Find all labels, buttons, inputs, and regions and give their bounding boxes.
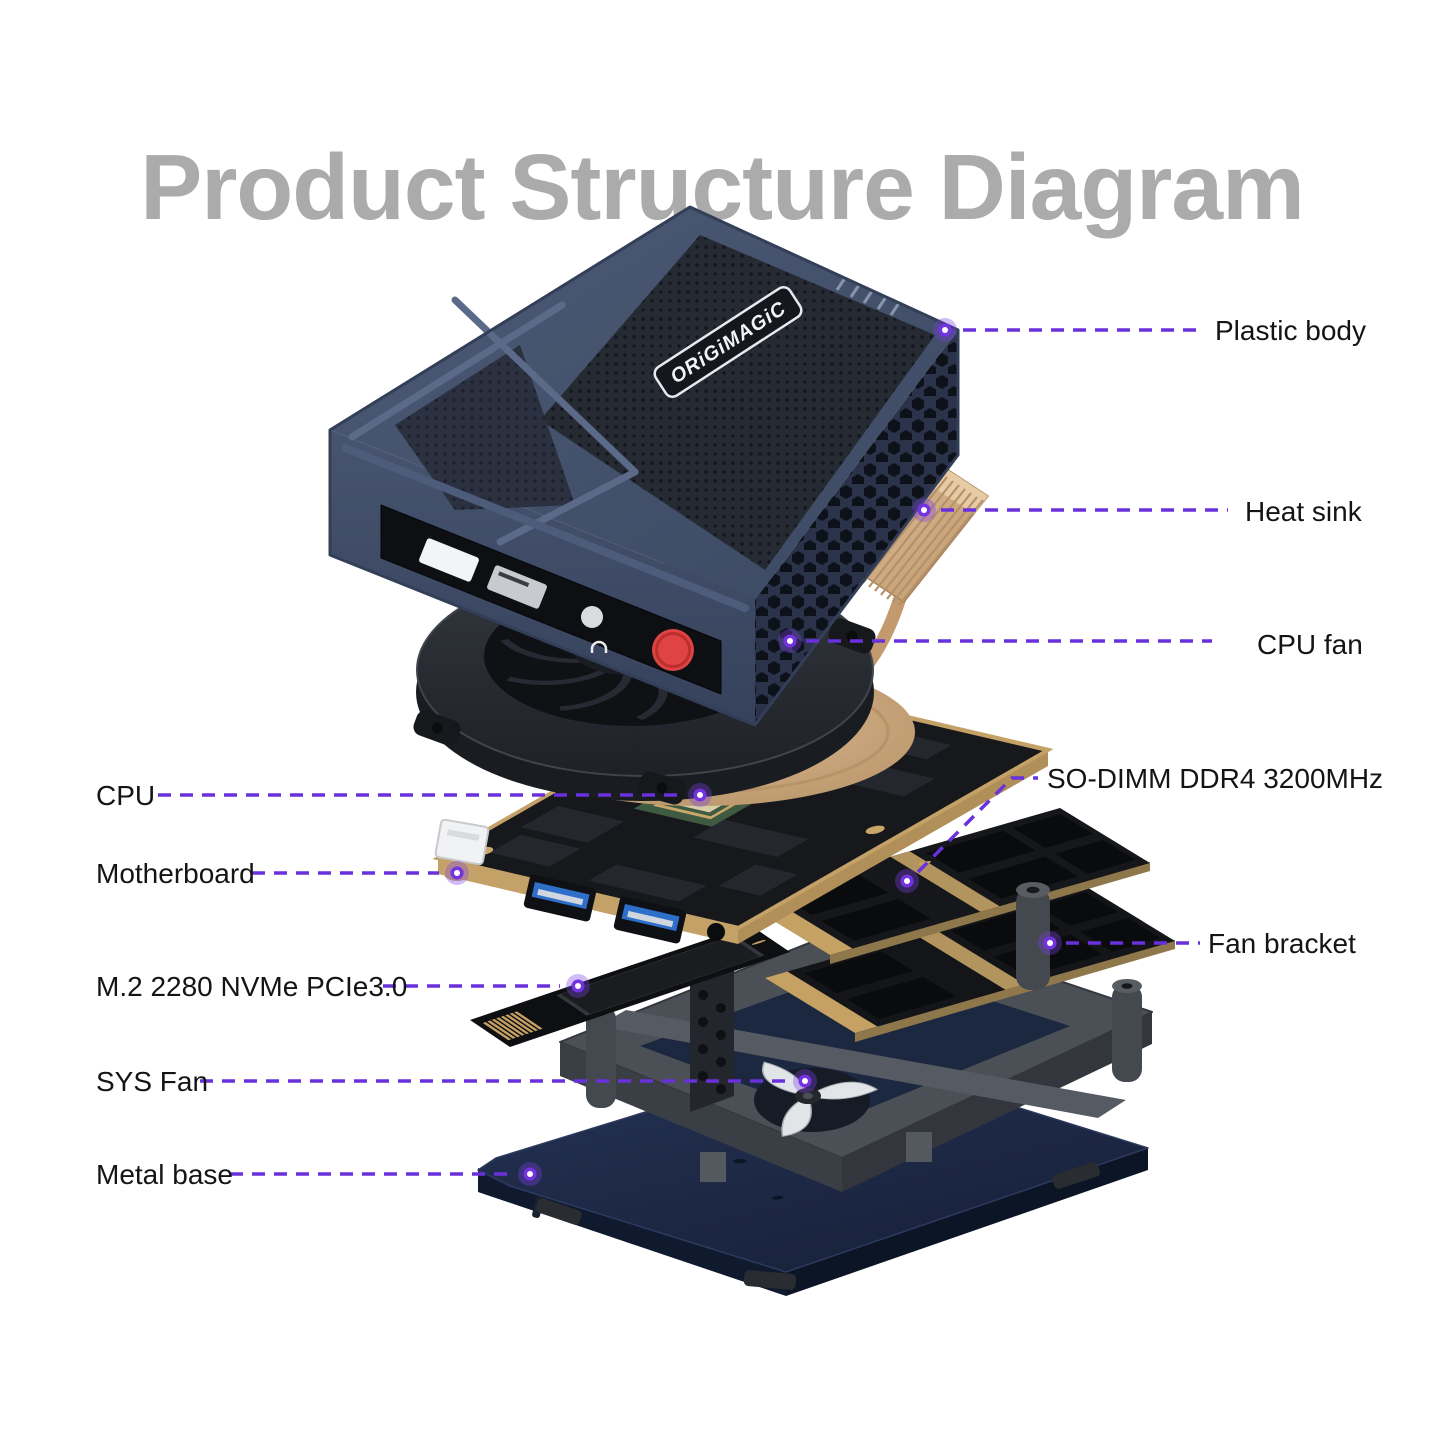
sys-fan-blades xyxy=(754,1061,879,1137)
usb-front-2 xyxy=(487,565,547,609)
front-port-strip xyxy=(380,504,722,695)
so-dimm-label: SO-DIMM DDR4 3200MHz xyxy=(1047,763,1383,794)
callout-motherboard: Motherboard xyxy=(96,858,469,889)
usb-front-1 xyxy=(419,538,479,582)
m2-ssd xyxy=(470,925,790,1047)
usb-port-2 xyxy=(613,896,687,944)
plastic-body-label: Plastic body xyxy=(1215,315,1366,346)
callout-cpu-fan: CPU fan xyxy=(778,629,1363,660)
metal-base-label: Metal base xyxy=(96,1159,233,1190)
base-feet xyxy=(536,1162,1100,1290)
motherboard-label: Motherboard xyxy=(96,858,255,889)
cpu-fan-anchor-dot xyxy=(778,629,802,653)
headphone-jack xyxy=(581,606,603,628)
headphone-icon xyxy=(590,640,608,653)
ram-module-2 xyxy=(765,886,1175,1042)
m2-ssd-anchor-dot xyxy=(566,974,590,998)
fan-bracket-anchor-dot xyxy=(1038,931,1062,955)
callout-metal-base: Metal base xyxy=(96,1159,542,1190)
side-vent-honeycomb xyxy=(755,330,958,725)
m2-ssd-label: M.2 2280 NVMe PCIe3.0 xyxy=(96,971,407,1002)
callout-cpu: CPU xyxy=(96,780,712,811)
callout-sys-fan: SYS Fan xyxy=(96,1066,817,1097)
motherboard-anchor-dot xyxy=(445,861,469,885)
heat-sink-anchor-dot xyxy=(912,498,936,522)
callout-plastic-body: Plastic body xyxy=(933,315,1366,346)
ram-module-1 xyxy=(740,808,1150,964)
audio-jack-port xyxy=(707,923,725,941)
so-dimm-leader xyxy=(916,776,1038,874)
callout-fan-bracket: Fan bracket xyxy=(1038,928,1356,959)
plastic-body-case: ORiGiMAGiC xyxy=(328,205,960,727)
sys-fan-label: SYS Fan xyxy=(96,1066,208,1097)
callout-so-dimm: SO-DIMM DDR4 3200MHz xyxy=(895,763,1383,893)
so-dimm-anchor-dot xyxy=(895,869,919,893)
edge-tick-marks xyxy=(835,277,901,316)
callout-m2-ssd: M.2 2280 NVMe PCIe3.0 xyxy=(96,971,590,1002)
usb-port-1 xyxy=(523,874,597,922)
metal-base-anchor-dot xyxy=(518,1162,542,1186)
cpu-label: CPU xyxy=(96,780,155,811)
callout-heat-sink: Heat sink xyxy=(912,496,1363,527)
fan-bracket-label: Fan bracket xyxy=(1208,928,1356,959)
power-button xyxy=(652,629,694,671)
sys-fan-anchor-dot xyxy=(793,1069,817,1093)
cpu-fan-label: CPU fan xyxy=(1257,629,1363,660)
top-ridge-lines xyxy=(348,296,639,546)
io-connector xyxy=(434,818,490,866)
heat-sink-label: Heat sink xyxy=(1245,496,1363,527)
cpu-anchor-dot xyxy=(688,783,712,807)
plastic-body-anchor-dot xyxy=(933,318,957,342)
